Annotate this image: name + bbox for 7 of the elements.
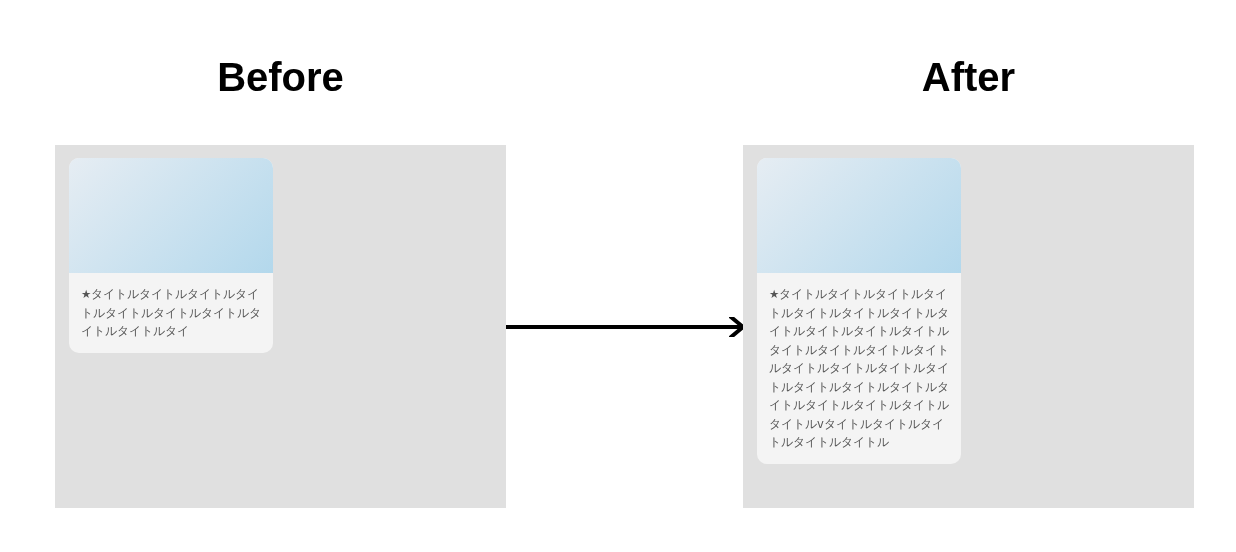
card-title: ★タイトルタイトルタイトルタイトルタイトルタイトルタイトルタイトルタイトルタイトルタイトルタイトルタイトルタイトルタイトルタイトルタイトルタイトルタイトルタイトルタイトルタイトルタイトルタイトルタイトルタイトルタイトルvタイトルタイトルタイトルタイトルタイトル [768,286,950,451]
panel-heading: After [921,55,1016,100]
arrow [506,315,745,339]
card [757,158,961,464]
panel-heading: Before [217,55,344,100]
card [69,158,273,353]
card-title: ★タイトルタイトルタイトルタイトルタイトルタイトルタイトルタイトルタイトルタイ [80,286,262,340]
